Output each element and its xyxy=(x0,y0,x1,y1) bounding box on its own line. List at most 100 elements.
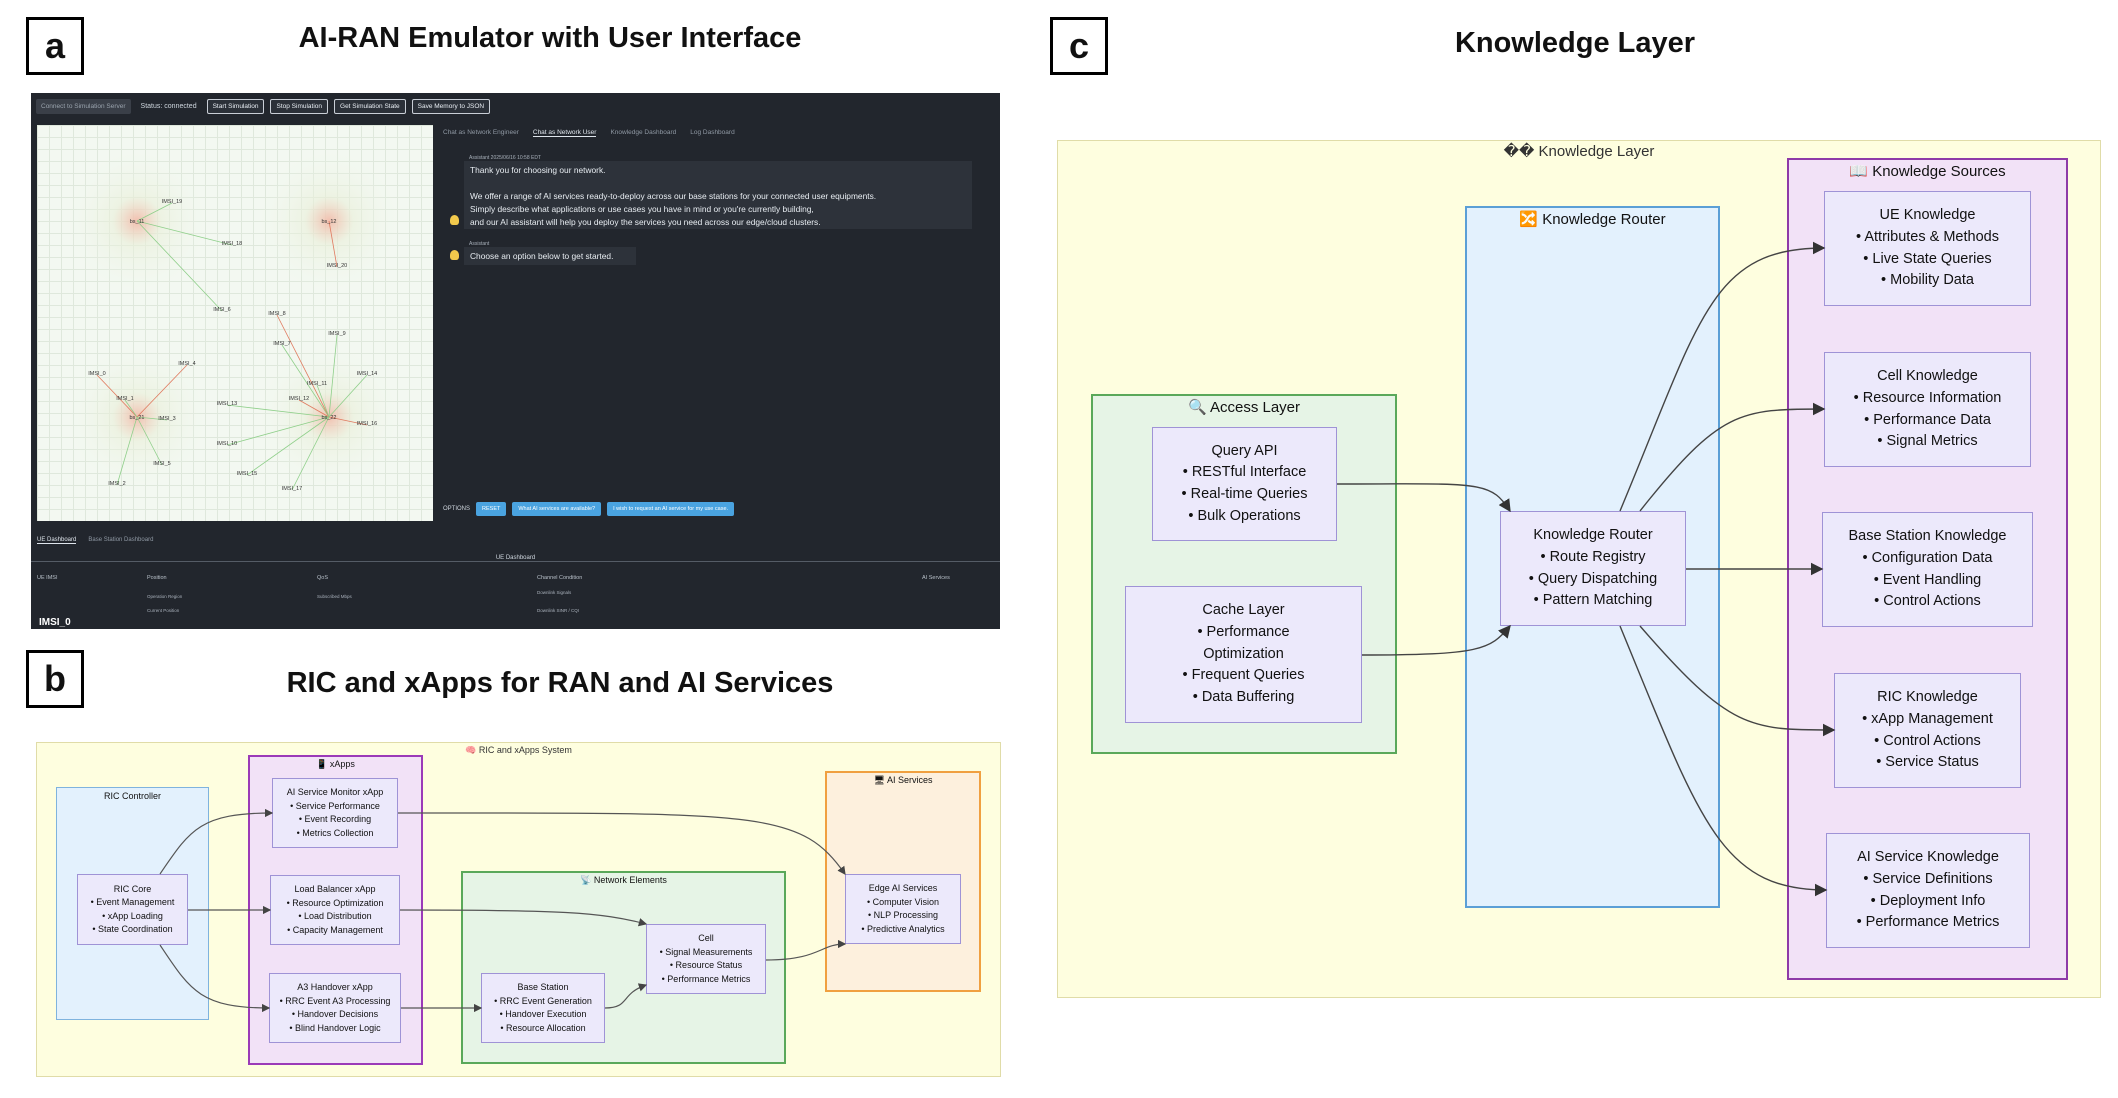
network-elements-label: 📡 Network Elements xyxy=(580,875,667,885)
ue-link xyxy=(328,416,368,426)
ric-system-label: 🧠 RIC and xApps System xyxy=(465,745,572,755)
tab-chat-user[interactable]: Chat as Network User xyxy=(532,129,597,137)
dashboard-title: UE Dashboard xyxy=(31,555,1000,561)
save-memory-button[interactable]: Save Memory to JSON xyxy=(411,98,491,114)
node-title: A3 Handover xApp xyxy=(297,982,373,992)
tab-knowledge-dashboard[interactable]: Knowledge Dashboard xyxy=(610,129,677,136)
stop-simulation-button[interactable]: Stop Simulation xyxy=(270,98,329,114)
node-title: RIC Core xyxy=(113,883,152,894)
options-label: OPTIONS xyxy=(443,506,471,512)
node-line: • Service Definitions xyxy=(1863,870,1993,887)
ue-link xyxy=(136,202,173,222)
emulator-screenshot: Connect to Simulation Server Status: con… xyxy=(31,93,1000,629)
tab-chat-engineer[interactable]: Chat as Network Engineer xyxy=(443,129,519,136)
node-line: • Performance Metrics xyxy=(1856,914,2000,931)
get-simulation-state-button[interactable]: Get Simulation State xyxy=(334,98,406,114)
table-cell: Downlink Signals xyxy=(537,590,572,595)
ue-link xyxy=(298,399,330,418)
ue-label: IMSI_4 xyxy=(178,361,195,367)
node-line: • Load Distribution xyxy=(298,911,372,921)
table-cell: Current Position xyxy=(147,608,180,613)
table-cell: Operation Region xyxy=(147,594,183,599)
knowledge-layer-label: �� Knowledge Layer xyxy=(1503,143,1655,160)
node-title: Query API xyxy=(1211,442,1278,459)
node-line: • Resource Information xyxy=(1853,389,2002,406)
ue-label: IMSI_11 xyxy=(307,381,327,387)
base-station-label: bs_12 xyxy=(322,219,337,225)
panel-c-title: Knowledge Layer xyxy=(1454,27,1696,59)
node-line: • Live State Queries xyxy=(1863,250,1992,267)
ue-link xyxy=(136,364,188,418)
node-line: • Performance xyxy=(1197,623,1290,640)
ue-label: IMSI_6 xyxy=(213,307,230,313)
node-line: • Bulk Operations xyxy=(1188,507,1301,524)
ue-label: IMSI_0 xyxy=(88,371,105,377)
ue-label: IMSI_19 xyxy=(162,199,182,205)
node-line: • Capacity Management xyxy=(287,924,383,935)
ue-link xyxy=(316,384,330,418)
column-header: Position xyxy=(147,575,167,581)
ric-core-node: RIC Core• Event Management• xApp Loading… xyxy=(77,874,188,945)
base-station-knowledge-node: Base Station Knowledge• Configuration Da… xyxy=(1822,512,2033,627)
server-connect-chip[interactable]: Connect to Simulation Server xyxy=(36,98,131,114)
load-balancer-xapp-node: Load Balancer xApp• Resource Optimizatio… xyxy=(270,875,400,945)
chat-options: OPTIONS RESET What AI services are avail… xyxy=(443,502,735,516)
node-line: • Data Buffering xyxy=(1192,689,1295,706)
ue-link xyxy=(276,314,330,418)
node-title: AI Service Monitor xApp xyxy=(286,787,384,797)
access-layer-label: 🔍 Access Layer xyxy=(1187,399,1301,416)
panel-b-title: RIC and xApps for RAN and AI Services xyxy=(286,667,834,699)
ue-label: IMSI_8 xyxy=(268,311,285,317)
node-line: • Computer Vision xyxy=(866,896,940,907)
column-header: UE IMSI xyxy=(37,575,58,581)
node-title: Knowledge Router xyxy=(1533,527,1653,543)
node-line: • Real-time Queries xyxy=(1181,486,1308,502)
ue-link xyxy=(291,416,330,491)
node-line: • NLP Processing xyxy=(867,910,939,920)
ue-label: IMSI_3 xyxy=(158,416,175,422)
tab-bs-dashboard[interactable]: Base Station Dashboard xyxy=(88,537,154,543)
knowledge-router-label: 🔀 Knowledge Router xyxy=(1519,211,1666,228)
tab-log-dashboard[interactable]: Log Dashboard xyxy=(690,129,735,136)
ue-label: IMSI_18 xyxy=(222,241,242,247)
node-line: • Resource Status xyxy=(669,960,743,970)
ric-controller-label: RIC Controller xyxy=(103,791,161,801)
cell-node: Cell• Signal Measurements• Resource Stat… xyxy=(646,924,766,994)
start-simulation-button[interactable]: Start Simulation xyxy=(206,98,265,114)
node-line: • Mobility Data xyxy=(1881,272,1974,289)
panel-a-letter: a xyxy=(26,17,84,75)
node-line: • Predictive Analytics xyxy=(861,923,945,934)
node-line: • Performance Data xyxy=(1864,411,1991,428)
panel-c-letter: c xyxy=(1050,17,1108,75)
table-cell: Downlink SINR / CQI xyxy=(537,608,580,613)
assistant-message: Thank you for choosing our network. We o… xyxy=(464,161,972,229)
ue-label: IMSI_12 xyxy=(289,396,309,402)
node-line: • Frequent Queries xyxy=(1182,667,1305,684)
node-line: Optimization xyxy=(1203,645,1284,662)
request-service-option-button[interactable]: I wish to request an AI service for my u… xyxy=(607,502,735,516)
node-line: • Performance Metrics xyxy=(661,973,751,984)
node-line: • Resource Optimization xyxy=(286,897,384,908)
node-title: Cache Layer xyxy=(1202,602,1285,619)
reset-option-button[interactable]: RESET xyxy=(476,502,507,516)
base-station-node: Base Station• RRC Event Generation• Hand… xyxy=(481,973,605,1043)
ai-service-monitor-xapp-node: AI Service Monitor xApp• Service Perform… xyxy=(272,778,398,848)
available-services-option-button[interactable]: What AI services are available? xyxy=(512,502,602,516)
ue-link xyxy=(96,374,138,418)
node-line: • Deployment Info xyxy=(1870,892,1986,909)
ue-label: IMSI_2 xyxy=(108,481,125,487)
ue-label: IMSI_10 xyxy=(217,441,237,447)
node-title: RIC Knowledge xyxy=(1877,689,1978,705)
column-header: AI Services xyxy=(922,575,950,581)
ue-label: IMSI_9 xyxy=(328,331,345,337)
emulator-toolbar: Connect to Simulation Server Status: con… xyxy=(31,93,1000,119)
node-line: • Signal Measurements xyxy=(659,946,753,957)
column-header: QoS xyxy=(317,575,329,581)
xapps-label: 📱 xApps xyxy=(316,759,355,769)
ue-label: IMSI_7 xyxy=(273,341,290,347)
node-line: • Event Management xyxy=(90,897,175,907)
base-station-label: bs_22 xyxy=(322,415,337,421)
tab-ue-dashboard[interactable]: UE Dashboard xyxy=(37,537,77,544)
ue-link xyxy=(136,220,233,246)
